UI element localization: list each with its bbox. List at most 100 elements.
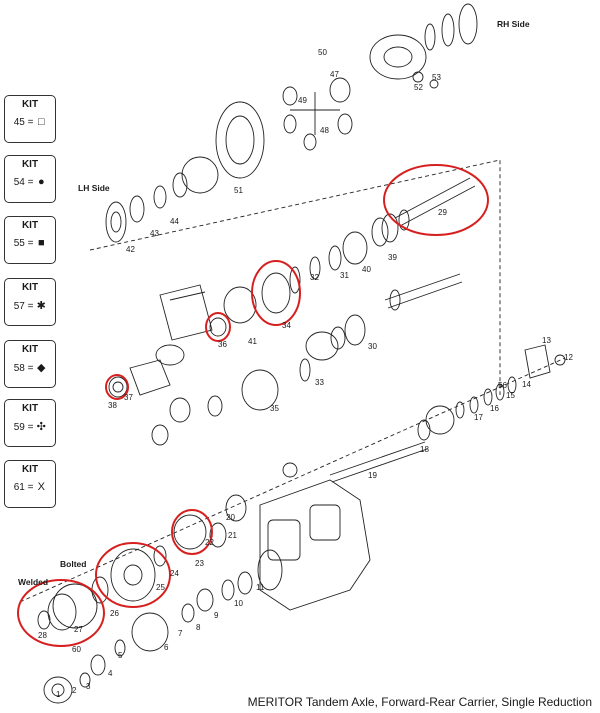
part-label-3: 3 [86, 682, 91, 691]
highlight-gear-22 [171, 509, 213, 555]
part-label-18: 18 [420, 445, 429, 454]
kit-number: 61 [13, 482, 25, 493]
kit-number: 59 [13, 422, 25, 433]
lower-gear-train [37, 494, 283, 704]
ring-gear-and-lh-case [105, 101, 265, 243]
part-label-60: 60 [72, 645, 81, 654]
part-label-33: 33 [315, 378, 324, 387]
part-label-23: 23 [195, 559, 204, 568]
part-label-25: 25 [156, 583, 165, 592]
part-label-35: 35 [270, 404, 279, 413]
highlight-gear-25 [95, 542, 171, 608]
part-label-37: 37 [124, 393, 133, 402]
output-shaft-29x [151, 273, 463, 446]
kit-number: 45 [13, 117, 25, 128]
kit-legend-57: KIT 57 = ✱ [4, 278, 56, 326]
kit-number: 58 [13, 363, 25, 374]
kit-equals: = [27, 238, 34, 249]
kit-legend-58: KIT 58 = ◆ [4, 340, 56, 388]
part-label-4: 4 [108, 669, 113, 678]
highlight-gear-27 [17, 579, 105, 647]
asterisk-icon: ✱ [36, 300, 46, 312]
kit-legend-45: KIT 45 = □ [4, 95, 56, 143]
through-shaft-19 [329, 441, 428, 483]
part-label-29: 29 [438, 208, 447, 217]
kit-line: 61 = X [5, 481, 55, 493]
part-label-13: 13 [542, 336, 551, 345]
bearing-cage-group [159, 217, 389, 341]
part-label-34: 34 [282, 321, 291, 330]
left-yoke-group [108, 344, 185, 398]
part-label-5: 5 [118, 651, 123, 660]
part-label-47: 47 [330, 70, 339, 79]
part-label-50: 50 [318, 48, 327, 57]
part-label-1: 1 [56, 690, 61, 699]
part-label-39: 39 [388, 253, 397, 262]
part-label-41: 41 [248, 337, 257, 346]
part-label-12: 12 [564, 353, 573, 362]
part-label-44: 44 [170, 217, 179, 226]
four-diamond-icon: ✣ [36, 421, 46, 433]
part-label-15: 15 [506, 391, 515, 400]
bolted-label: Bolted [60, 559, 86, 569]
part-label-11: 11 [256, 583, 265, 592]
highlight-seal-36 [205, 312, 231, 342]
part-label-49: 49 [298, 96, 307, 105]
kit-equals: = [27, 422, 34, 433]
part-label-14: 14 [522, 380, 531, 389]
part-label-8: 8 [196, 623, 201, 632]
part-label-24: 24 [170, 569, 179, 578]
highlight-nut-38 [105, 374, 129, 400]
part-label-52: 52 [414, 83, 423, 92]
kit-line: 55 = ■ [5, 237, 55, 249]
kit-title: KIT [21, 159, 39, 170]
part-label-56: 56 [498, 381, 507, 390]
part-label-43: 43 [150, 229, 159, 238]
welded-label: Welded [18, 577, 48, 587]
highlight-bearing-cage-34 [251, 260, 301, 326]
kit-title: KIT [21, 344, 39, 355]
kit-title: KIT [21, 99, 39, 110]
part-label-30: 30 [368, 342, 377, 351]
part-label-17: 17 [474, 413, 483, 422]
right-small-parts-chain [417, 344, 566, 441]
filled-diamond-icon: ◆ [37, 362, 46, 374]
assembly-boundary-bottom [19, 357, 566, 603]
kit-number: 57 [13, 301, 25, 312]
hollow-square-icon: □ [37, 116, 45, 128]
part-label-20: 20 [226, 513, 235, 522]
spider-gear-set [282, 77, 353, 151]
part-label-2: 2 [72, 686, 77, 695]
part-label-9: 9 [214, 611, 219, 620]
kit-line: 45 = □ [5, 116, 55, 128]
part-label-28: 28 [38, 631, 47, 640]
part-label-7: 7 [178, 629, 183, 638]
part-label-16: 16 [490, 404, 499, 413]
input-shaft-29 [381, 177, 476, 243]
kit-line: 59 = ✣ [5, 420, 55, 433]
part-label-19: 19 [368, 471, 377, 480]
kit-line: 58 = ◆ [5, 361, 55, 374]
part-label-51: 51 [234, 186, 243, 195]
part-label-21: 21 [228, 531, 237, 540]
kit-equals: = [27, 482, 34, 493]
rh-side-case-assembly [369, 3, 478, 89]
kit-number: 54 [13, 177, 25, 188]
highlight-shaft-29 [383, 164, 489, 236]
part-label-26: 26 [110, 609, 119, 618]
kit-title: KIT [21, 282, 39, 293]
filled-square-icon: ■ [37, 237, 45, 249]
kit-title: KIT [21, 403, 39, 414]
assembly-boundary-top [89, 159, 501, 395]
kit-title: KIT [21, 220, 39, 231]
part-label-40: 40 [362, 265, 371, 274]
kit-legend-55: KIT 55 = ■ [4, 216, 56, 264]
part-label-6: 6 [164, 643, 169, 652]
letter-x-icon: X [37, 481, 45, 493]
kit-line: 57 = ✱ [5, 299, 55, 312]
kit-equals: = [27, 363, 34, 374]
part-label-31: 31 [340, 271, 349, 280]
part-label-10: 10 [234, 599, 243, 608]
